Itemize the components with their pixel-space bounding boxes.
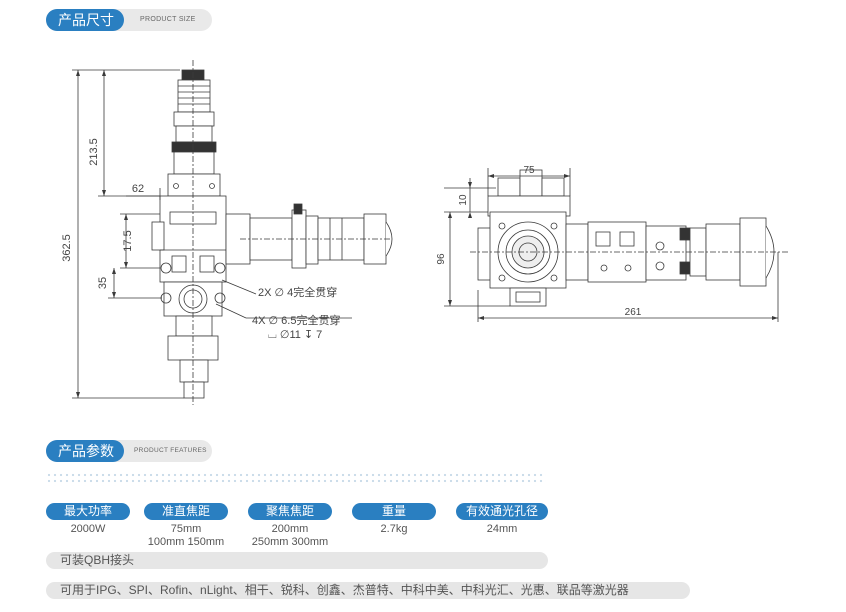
dim-overall-length: 261 [625,307,642,318]
param-label: 聚焦焦距 [248,503,332,520]
dim-top-width: 75 [523,165,535,176]
param-label: 有效通光孔径 [456,503,548,520]
note-qbh: 可装QBH接头 [46,552,548,569]
dim-upper-height: 213.5 [88,138,100,166]
callout-2x-hole: 2X ∅ 4完全贯穿 [258,285,337,299]
param-label: 准直焦距 [144,503,228,520]
section-header-size: 产品尺寸 PRODUCT SIZE [46,9,212,31]
dim-total-height: 362.5 [61,234,73,262]
dim-mid-height: 17.5 [122,230,134,251]
section-subtitle-size: PRODUCT SIZE [140,16,196,23]
param-value: 250mm 300mm [251,536,329,548]
param-label: 最大功率 [46,503,130,520]
param-value: 75mm [170,523,202,535]
param-value: 24mm [486,523,518,535]
section-subtitle-features: PRODUCT FEATURES [134,447,207,454]
note-compatibility: 可用于IPG、SPI、Rofin、nLight、相干、锐科、创鑫、杰普特、中科中… [46,582,690,599]
param-focus-focal: 聚焦焦距 200mm 250mm 300mm [248,503,332,548]
param-max-power: 最大功率 2000W [46,503,130,535]
dim-side-height: 96 [436,253,447,265]
param-clear-aperture: 有效通光孔径 24mm [456,503,548,535]
section-header-features: 产品参数 PRODUCT FEATURES [46,440,212,462]
section-title-features: 产品参数 [46,440,124,462]
section-title-size: 产品尺寸 [46,9,124,31]
param-label: 重量 [352,503,436,520]
param-collimation-focal: 准直焦距 75mm 100mm 150mm [144,503,228,548]
dim-left-width: 62 [132,183,144,195]
dim-top-offset: 10 [458,194,469,206]
callout-4x-hole: 4X ∅ 6.5完全贯穿 [252,313,340,327]
dim-lower-height: 35 [97,277,109,289]
param-value: 100mm 150mm [147,536,225,548]
param-weight: 重量 2.7kg [352,503,436,535]
callout-counterbore: ⌴ ∅11 ↧ 7 [268,329,322,341]
param-value: 2.7kg [380,523,408,535]
param-value: 200mm [271,523,309,535]
dot-divider [46,472,546,486]
dimension-drawing: 362.5 213.5 17.5 35 62 2X ∅ 4完全贯穿 4X ∅ 6… [61,60,790,405]
param-value: 2000W [70,523,106,535]
